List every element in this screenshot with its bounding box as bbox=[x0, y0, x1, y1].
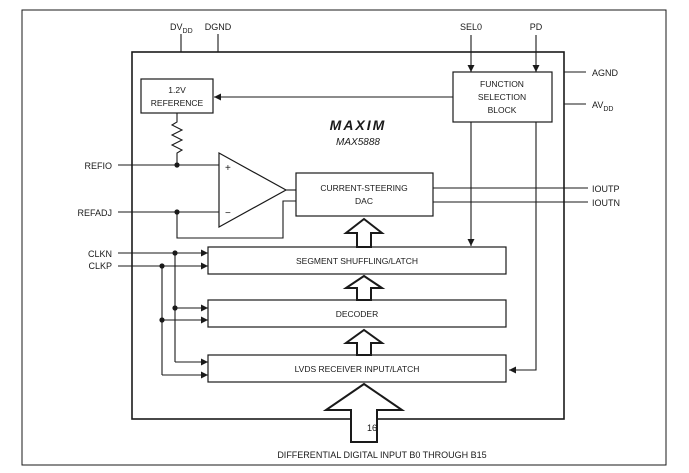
digital-input-bus-arrow bbox=[322, 382, 406, 443]
pd-label: PD bbox=[530, 22, 543, 32]
decoder-label: DECODER bbox=[336, 309, 379, 319]
decoder-input-arrow bbox=[342, 328, 386, 356]
reference-label-1: 1.2V bbox=[168, 85, 186, 95]
decoder-block bbox=[207, 299, 507, 328]
function-selection-block bbox=[452, 71, 553, 123]
reference-label-2: REFERENCE bbox=[151, 98, 204, 108]
figure-frame bbox=[21, 9, 667, 466]
reference-block bbox=[140, 78, 214, 114]
dgnd-label: DGND bbox=[205, 22, 232, 32]
avdd-label: AVDD bbox=[592, 100, 613, 113]
ioutp-label: IOUTP bbox=[592, 184, 620, 194]
ioutn-label: IOUTN bbox=[592, 198, 620, 208]
refio-node bbox=[174, 162, 180, 168]
segment-label: SEGMENT SHUFFLING/LATCH bbox=[296, 256, 418, 266]
dac-label-2: DAC bbox=[355, 196, 373, 206]
part-number: MAX5888 bbox=[336, 137, 380, 148]
refadj-label: REFADJ bbox=[77, 208, 112, 218]
opamp-minus: − bbox=[225, 208, 231, 219]
segment-shuffling-latch bbox=[207, 246, 507, 275]
refio-label: REFIO bbox=[84, 161, 112, 171]
opamp bbox=[218, 151, 288, 229]
reference-resistor bbox=[170, 113, 184, 165]
function-label-2: SELECTION bbox=[478, 92, 526, 102]
clkp-label: CLKP bbox=[88, 261, 112, 271]
current-steering-dac bbox=[295, 172, 434, 217]
pd-to-lvds-wire bbox=[509, 122, 537, 374]
chip-body bbox=[131, 51, 565, 420]
sel0-label: SEL0 bbox=[460, 22, 482, 32]
lvds-label: LVDS RECEIVER INPUT/LATCH bbox=[295, 364, 420, 374]
opamp-plus: + bbox=[225, 163, 231, 174]
bus-caption: DIFFERENTIAL DIGITAL INPUT B0 THROUGH B1… bbox=[277, 450, 486, 460]
dvdd-label: DVDD bbox=[170, 22, 193, 35]
dac-label-1: CURRENT-STEERING bbox=[320, 183, 407, 193]
maxim-logo: MAXIM bbox=[330, 117, 387, 133]
agnd-label: AGND bbox=[592, 68, 619, 78]
opamp-feedback-wire bbox=[176, 200, 296, 239]
function-label-3: BLOCK bbox=[488, 105, 517, 115]
dac-input-arrow bbox=[343, 217, 385, 248]
lvds-receiver-latch bbox=[207, 354, 507, 383]
function-label-1: FUNCTION bbox=[480, 79, 524, 89]
segment-input-arrow bbox=[342, 274, 386, 301]
bus-width-label: 16 bbox=[367, 423, 377, 433]
clkn-label: CLKN bbox=[88, 249, 112, 259]
